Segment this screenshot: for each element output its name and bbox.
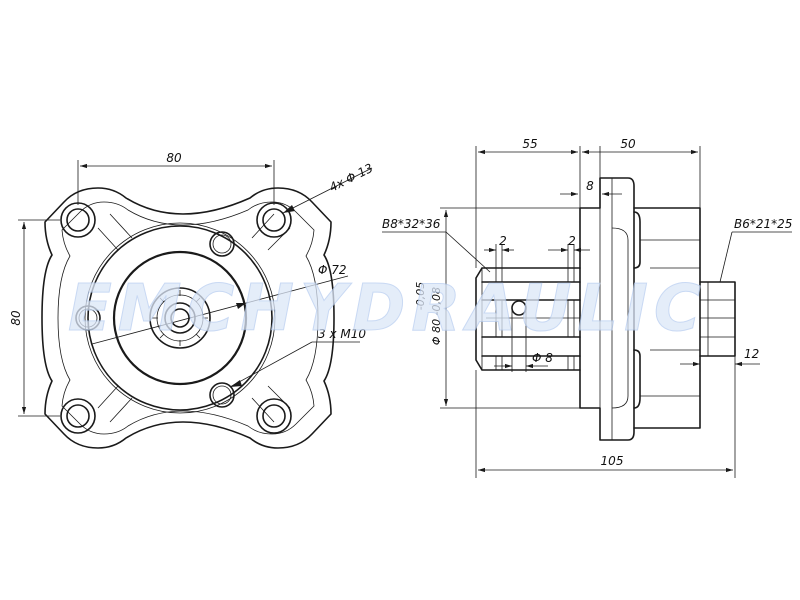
label-spline-left: B8*32*36 bbox=[382, 217, 441, 231]
watermark: EMCHYDRAULIC bbox=[68, 272, 707, 346]
rib-top-left bbox=[97, 213, 133, 251]
dim-groove-left: 2 bbox=[499, 234, 507, 248]
dim-groove-right: 2 bbox=[568, 234, 576, 248]
hub-face bbox=[87, 225, 273, 411]
spline-shaft bbox=[475, 267, 581, 371]
flange-inner-outline bbox=[57, 201, 319, 435]
dim-shaft-length: 55 bbox=[522, 137, 537, 151]
dim-spigot-tolerance: -0,05 bbox=[414, 282, 427, 310]
threaded-hole-3 bbox=[209, 382, 235, 408]
label-mount-holes: 4x Φ 13 bbox=[327, 161, 375, 195]
hub-outer bbox=[84, 222, 276, 414]
flange-plate bbox=[579, 177, 635, 441]
dim-cross-hole: Φ 8 bbox=[532, 351, 553, 365]
threaded-hole-2 bbox=[75, 305, 101, 331]
mounting-hole-tl bbox=[60, 202, 96, 238]
dim-shaft-end: 12 bbox=[744, 347, 759, 361]
dim-front-height: 80 bbox=[9, 310, 23, 326]
body-housing bbox=[633, 207, 736, 429]
pilot-circle bbox=[112, 250, 248, 386]
mounting-hole-br bbox=[256, 398, 292, 434]
threaded-hole-1 bbox=[209, 231, 235, 257]
rib-bottom-left bbox=[97, 385, 133, 423]
dim-overall-length: 105 bbox=[601, 454, 624, 468]
spline-outer bbox=[149, 287, 211, 349]
spline-inner bbox=[164, 302, 196, 334]
label-threaded-holes: 3 x M10 bbox=[318, 327, 366, 341]
label-spline-right: B6*21*25 bbox=[734, 217, 792, 231]
front-view: 80 80 4x Φ 13 Φ 72 3 x M10 bbox=[9, 151, 375, 449]
flange-outline bbox=[41, 187, 335, 449]
spline-teeth bbox=[152, 290, 208, 346]
side-view: 55 50 8 105 -0,05 Φ 80 -0,08 B8*32*36 B6… bbox=[382, 137, 792, 478]
mounting-hole-tr bbox=[256, 202, 292, 238]
label-pilot-diameter: Φ 72 bbox=[318, 263, 347, 277]
dim-front-width: 80 bbox=[166, 151, 182, 165]
mounting-hole-bl bbox=[60, 398, 96, 434]
dim-flange-thickness: 8 bbox=[586, 179, 594, 193]
dim-spigot-diameter: Φ 80 -0,08 bbox=[430, 287, 443, 345]
dim-body-length: 50 bbox=[620, 137, 636, 151]
